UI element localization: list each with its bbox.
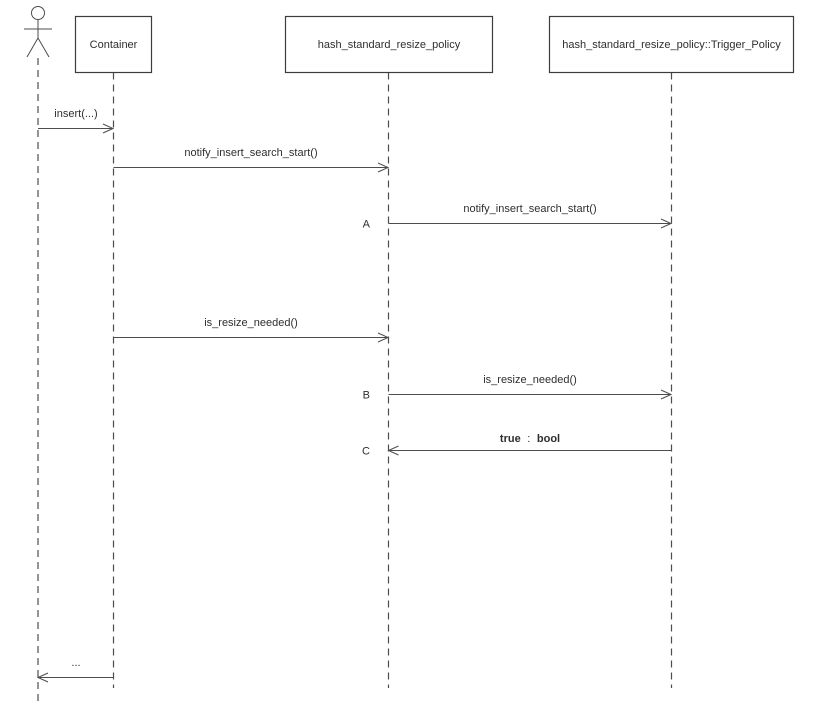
actor-head <box>31 6 45 20</box>
message-label: notify_insert_search_start() <box>184 147 317 159</box>
arrowhead-right-icon <box>377 162 390 173</box>
message-insert: insert(...) <box>38 108 115 134</box>
message-label: ... <box>71 657 80 669</box>
participant-label: hash_standard_resize_policy <box>318 39 461 51</box>
arrowhead-right-icon <box>660 389 673 400</box>
message-return-true-bool: C true : bool <box>362 433 671 458</box>
message-label: is_resize_needed() <box>204 317 298 329</box>
message-label: insert(...) <box>54 108 97 120</box>
participant-container: Container <box>74 15 153 74</box>
message-notify-insert-search-start-1: notify_insert_search_start() <box>113 147 390 173</box>
actor-right-leg <box>37 37 50 58</box>
arrowhead-left-icon <box>36 672 49 683</box>
message-ellipsis-return: ... <box>36 657 114 683</box>
sequence-tag-b: B <box>363 390 370 402</box>
arrowhead-right-icon <box>102 123 115 134</box>
message-is-resize-needed-2: B is_resize_needed() <box>363 374 673 402</box>
actor-left-leg <box>26 37 39 58</box>
sequence-tag-a: A <box>363 219 371 231</box>
return-value: true <box>500 433 521 445</box>
participant-box <box>284 15 494 74</box>
message-label: notify_insert_search_start() <box>463 203 596 215</box>
arrowhead-left-icon <box>387 445 399 456</box>
message-label: true : bool <box>500 433 560 445</box>
sequence-tag-c: C <box>362 446 370 458</box>
arrowhead-right-icon <box>377 332 390 343</box>
participant-label: hash_standard_resize_policy::Trigger_Pol… <box>562 39 781 51</box>
message-notify-insert-search-start-2: A notify_insert_search_start() <box>363 203 673 231</box>
message-is-resize-needed-1: is_resize_needed() <box>113 317 390 343</box>
participant-label: Container <box>90 39 138 51</box>
participant-box <box>74 15 153 74</box>
participant-box <box>548 15 795 74</box>
return-type: bool <box>537 433 560 445</box>
message-label: is_resize_needed() <box>483 374 577 386</box>
arrowhead-right-icon <box>660 218 673 229</box>
return-separator: : <box>527 433 530 445</box>
participant-trigger-policy: hash_standard_resize_policy::Trigger_Pol… <box>548 15 795 74</box>
participant-hash-standard-resize-policy: hash_standard_resize_policy <box>284 15 494 74</box>
actor-icon <box>24 6 52 58</box>
